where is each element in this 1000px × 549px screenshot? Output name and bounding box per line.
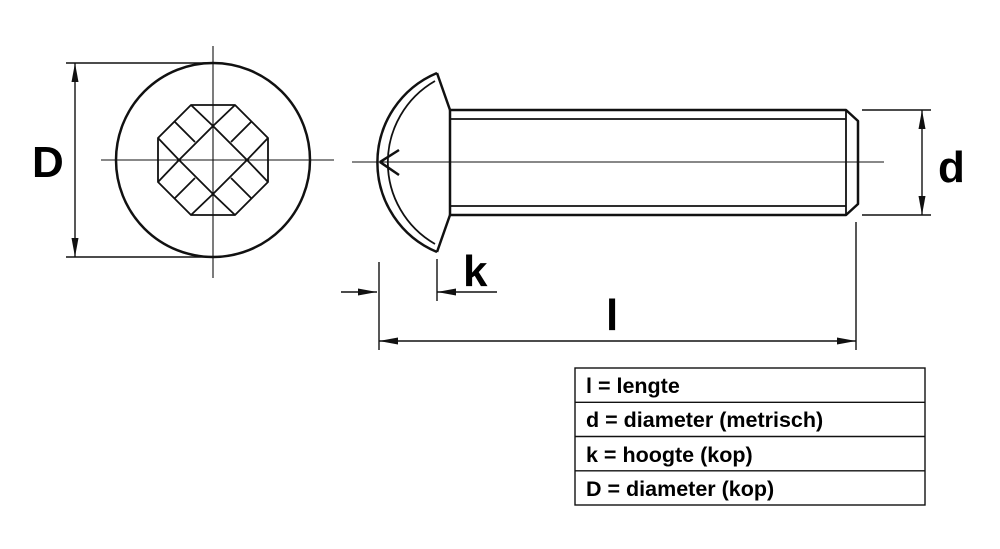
screw-top-view	[101, 46, 334, 278]
arrowhead-right	[837, 337, 856, 345]
legend-row-d: d = diameter (metrisch)	[586, 408, 823, 432]
recess-side-notch	[379, 148, 400, 177]
dimension-k: k	[341, 247, 497, 350]
screw-side-view	[352, 71, 884, 254]
screw-shank	[450, 108, 860, 217]
dimension-k-label: k	[463, 247, 488, 296]
phillips-recess	[157, 104, 269, 216]
head-dome-arc	[376, 71, 438, 254]
head-circle	[114, 61, 312, 259]
arrowhead-down	[71, 238, 79, 257]
shank-outline	[450, 108, 860, 217]
dimension-d: d	[862, 109, 965, 216]
head-cone-top-edge	[435, 72, 452, 111]
arrowhead-down	[918, 196, 926, 215]
head-cone-bottom-edge	[435, 214, 452, 253]
legend-table: l = lengte d = diameter (metrisch) k = h…	[574, 367, 926, 506]
dimension-D-label: D	[32, 138, 64, 187]
dimension-l-label: l	[606, 291, 618, 340]
dimension-d-label: d	[938, 143, 965, 192]
arrowhead-right	[358, 288, 377, 296]
dimension-D: D	[32, 62, 206, 258]
legend-row-l: l = lengte	[586, 374, 680, 398]
screw-head-side	[376, 71, 452, 254]
arrowhead-up	[918, 110, 926, 129]
legend-row-D: D = diameter (kop)	[586, 477, 774, 501]
recess-flank-lines	[157, 104, 269, 216]
arrowhead-left	[379, 337, 398, 345]
dimension-l: l	[379, 222, 857, 350]
arrowhead-left	[437, 288, 456, 296]
legend-row-k: k = hoogte (kop)	[586, 443, 753, 467]
arrowhead-up	[71, 63, 79, 82]
head-inner-arc	[387, 80, 436, 245]
recess-diagonal-lines	[174, 121, 252, 199]
